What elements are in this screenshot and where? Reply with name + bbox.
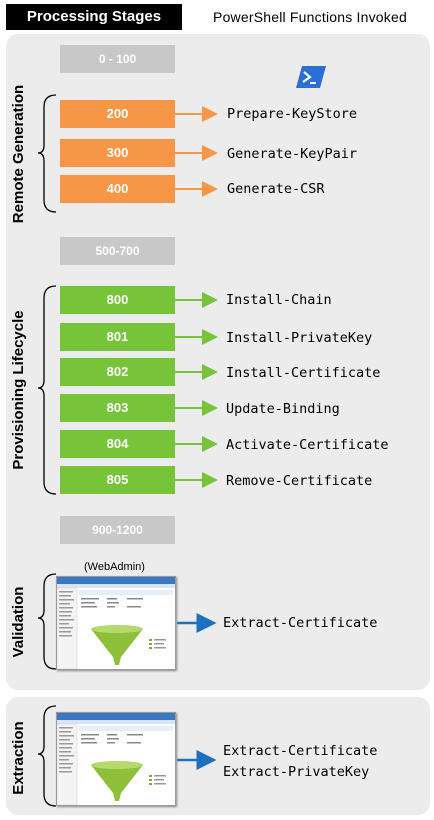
stage-300: 300: [60, 139, 175, 167]
stage-200: 200: [60, 100, 175, 128]
fn-activate-certificate: Activate-Certificate: [226, 437, 389, 453]
fn-validation-extract-certificate: Extract-Certificate: [223, 615, 378, 631]
powershell-icon: [296, 66, 326, 88]
fn-install-certificate: Install-Certificate: [226, 365, 381, 381]
fn-extraction-extract-certificate: Extract-Certificate: [223, 743, 378, 759]
stage-802: 802: [60, 358, 175, 386]
range-box-0-100: 0 - 100: [60, 45, 175, 73]
fn-install-chain: Install-Chain: [226, 292, 332, 308]
fn-generate-csr: Generate-CSR: [227, 181, 325, 197]
stage-804: 804: [60, 430, 175, 458]
webadmin-screenshot-validation: [56, 576, 176, 670]
stage-803: 803: [60, 394, 175, 422]
processing-stages-header: Processing Stages: [6, 4, 182, 30]
fn-remove-certificate: Remove-Certificate: [226, 473, 373, 489]
range-box-500-700: 500-700: [60, 237, 175, 265]
fn-install-privatekey: Install-PrivateKey: [226, 330, 373, 346]
webadmin-screenshot-image: [57, 577, 175, 669]
powershell-functions-header: PowerShell Functions Invoked: [213, 9, 407, 25]
webadmin-caption: (WebAdmin): [84, 561, 145, 573]
fn-update-binding: Update-Binding: [226, 401, 340, 417]
stage-805: 805: [60, 466, 175, 494]
stage-400: 400: [60, 175, 175, 203]
stage-801: 801: [60, 323, 175, 351]
webadmin-screenshot-extraction: [56, 712, 176, 806]
webadmin-screenshot-image: [57, 713, 175, 805]
stage-800: 800: [60, 286, 175, 314]
fn-generate-keypair: Generate-KeyPair: [227, 146, 358, 162]
range-box-900-1200: 900-1200: [60, 516, 175, 544]
fn-prepare-keystore: Prepare-KeyStore: [227, 106, 358, 122]
fn-extraction-extract-privatekey: Extract-PrivateKey: [223, 764, 370, 780]
